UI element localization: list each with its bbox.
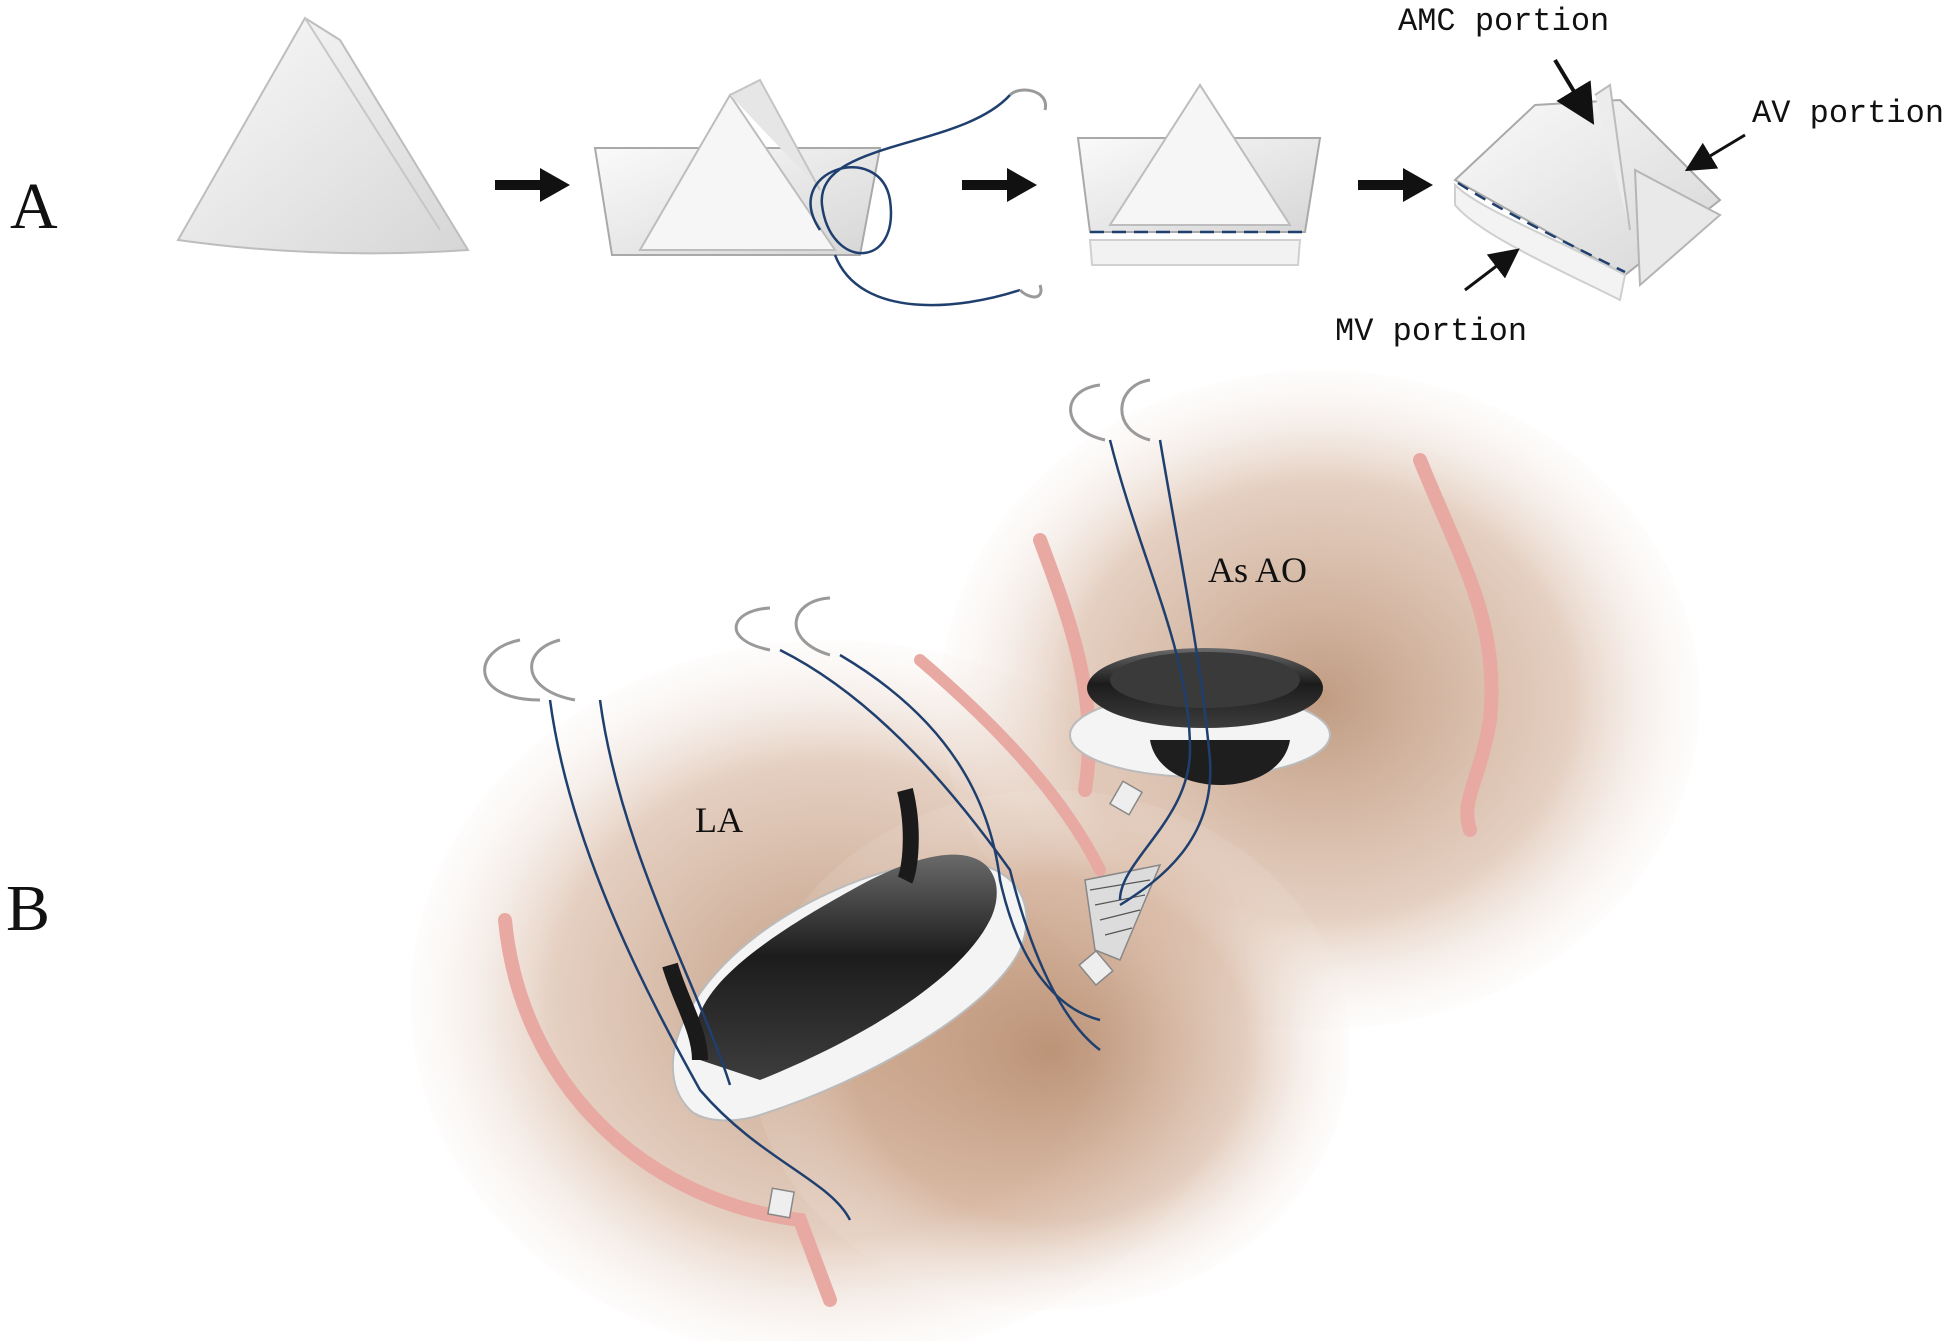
needle-step-2a xyxy=(1008,88,1047,111)
tissue-regions xyxy=(410,370,1700,1341)
callout-av-portion: AV portion xyxy=(1752,95,1944,132)
patch-step-2 xyxy=(593,78,882,256)
pledgets xyxy=(767,780,1144,1219)
callout-av-arrow xyxy=(1684,133,1746,172)
needles xyxy=(483,378,1151,702)
step-arrow-3-head xyxy=(1403,168,1433,202)
callout-amc-arrow xyxy=(1553,58,1595,125)
septal-wall xyxy=(914,654,1106,876)
chamber-label-la: LA xyxy=(695,800,743,840)
septal-patch xyxy=(1084,863,1162,961)
patch-step-3 xyxy=(1076,83,1322,266)
callout-mv-portion: MV portion xyxy=(1335,313,1527,350)
step-arrow-1-head xyxy=(540,168,570,202)
callout-amc-portion: AMC portion xyxy=(1398,3,1609,40)
patch-step-4 xyxy=(1453,83,1722,302)
step-arrow-2-head xyxy=(1007,168,1037,202)
suture-lines xyxy=(548,439,1212,1221)
aortic-prosthesis xyxy=(1069,648,1331,785)
panel-a-letter: A xyxy=(10,170,58,243)
needle-step-2b xyxy=(1018,284,1043,299)
mitral-prosthesis xyxy=(662,788,1028,1122)
callout-mv-arrow xyxy=(1464,248,1520,292)
chamber-label-ao: As AO xyxy=(1208,550,1307,590)
suture-step-2 xyxy=(809,94,1021,307)
patch-step-1 xyxy=(176,16,470,255)
atrial-wall xyxy=(498,913,837,1307)
panel-b: B LA As AO xyxy=(6,370,1700,1341)
panel-b-letter: B xyxy=(6,872,50,945)
panel-a: A xyxy=(10,3,1944,350)
